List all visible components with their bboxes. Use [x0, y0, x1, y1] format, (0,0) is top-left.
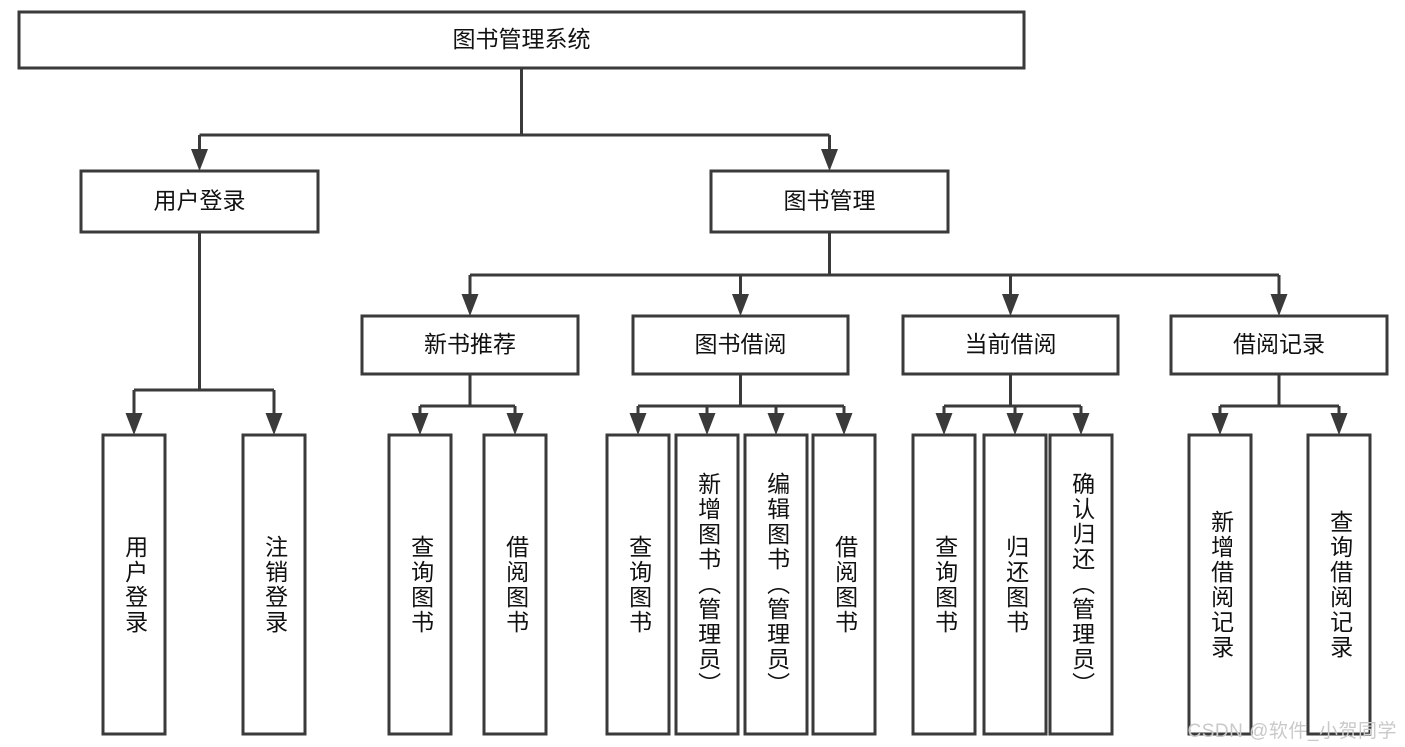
connector-current-to-leaf-0-head [935, 413, 953, 435]
connector-borrow-to-leaf-2-head [767, 413, 785, 435]
node-leaf-12-rect [1306, 433, 1372, 736]
watermark-text: CSDN @软件_小贺同学 [1187, 721, 1397, 742]
connector-current-to-leaf-1 [1006, 406, 1024, 435]
connector-root-to-level2-1-head [821, 149, 838, 171]
node-leaf-6-rect [743, 433, 809, 736]
node-level2-0-label: 用户登录 [154, 188, 246, 214]
connector-user-login-to-leaf-1 [265, 390, 283, 435]
node-leaf-0-rect [101, 433, 167, 736]
connector-record-to-leaf-1 [1330, 406, 1348, 435]
connector-user-login-to-leaf-0-head [125, 413, 143, 435]
connector-level2-to-level3-2 [1002, 275, 1019, 316]
node-leaf-4-rect [605, 433, 671, 736]
connector-new-book-to-leaf-1-head [506, 413, 524, 435]
connector-root-to-level2-0-head [191, 149, 208, 171]
node-leaf-8-rect [911, 433, 977, 736]
connector-current-to-leaf-2-head [1072, 413, 1090, 435]
connector-new-book-to-leaf-1 [506, 406, 524, 435]
connector-level2-to-level3-0-head [461, 294, 479, 316]
connector-record-to-leaf-1-head [1330, 413, 1348, 435]
connector-level2-to-level3-1-head [732, 294, 749, 316]
connector-level2-to-level3-3 [1270, 275, 1288, 316]
connector-current-to-leaf-2 [1072, 406, 1090, 435]
node-leaf-9[interactable] [982, 433, 1048, 736]
connector-record-to-leaf-0-head [1211, 413, 1229, 435]
node-leaf-2[interactable] [387, 433, 453, 736]
node-leaf-3-rect [482, 433, 548, 736]
node-leaf-8[interactable] [911, 433, 977, 736]
node-leaf-7[interactable] [811, 433, 877, 736]
node-leaf-10[interactable] [1048, 433, 1114, 736]
node-level2-1-label: 图书管理 [784, 188, 876, 214]
node-level3-1-label: 图书借阅 [695, 331, 787, 357]
node-level3-0-label: 新书推荐 [424, 331, 516, 357]
node-leaf-1[interactable] [241, 433, 307, 736]
connector-new-book-to-leaf-0 [411, 406, 429, 435]
connector-user-login-to-leaf-1-head [265, 413, 283, 435]
connector-level2-to-level3-0 [461, 275, 479, 316]
connector-new-book-to-leaf-0-head [411, 413, 429, 435]
node-level2-1[interactable]: 图书管理 [709, 169, 950, 234]
connector-user-login-to-leaf-0 [125, 390, 143, 435]
connector-level2-to-level3-2-head [1002, 294, 1019, 316]
connector-level2-to-level3-1 [732, 275, 749, 316]
connector-borrow-to-leaf-0-head [629, 413, 647, 435]
node-leaf-11[interactable] [1187, 433, 1253, 736]
node-leaf-4[interactable] [605, 433, 671, 736]
connector-current-to-leaf-1-head [1006, 413, 1024, 435]
node-root-rect [17, 10, 1026, 70]
connector-borrow-to-leaf-0 [629, 406, 647, 435]
node-leaf-3[interactable] [482, 433, 548, 736]
node-leaf-2-rect [387, 433, 453, 736]
node-level2-0[interactable]: 用户登录 [79, 169, 320, 234]
node-level3-3-label: 借阅记录 [1233, 331, 1325, 357]
node-level3-3[interactable]: 借阅记录 [1169, 314, 1389, 376]
connector-level2-to-level3-3-head [1270, 294, 1288, 316]
node-leaf-12[interactable] [1306, 433, 1372, 736]
node-leaf-5[interactable] [674, 433, 740, 736]
node-leaf-1-rect [241, 433, 307, 736]
node-leaf-11-rect [1187, 433, 1253, 736]
node-leaf-9-rect [982, 433, 1048, 736]
node-level2-0-rect [79, 169, 320, 234]
connector-borrow-to-leaf-3 [835, 406, 853, 435]
node-level3-0[interactable]: 新书推荐 [360, 314, 580, 376]
node-level3-2[interactable]: 当前借阅 [901, 314, 1120, 376]
connector-borrow-to-leaf-2 [767, 406, 785, 435]
connector-root-to-level2-1 [821, 135, 838, 171]
connector-borrow-to-leaf-1-head [698, 413, 716, 435]
connector-borrow-to-leaf-1 [698, 406, 716, 435]
node-leaf-0[interactable] [101, 433, 167, 736]
node-leaf-5-rect [674, 433, 740, 736]
node-root[interactable]: 图书管理系统 [17, 10, 1026, 70]
connector-record-to-leaf-0 [1211, 406, 1229, 435]
connector-current-to-leaf-0 [935, 406, 953, 435]
node-root-label: 图书管理系统 [453, 26, 591, 52]
node-leaf-7-rect [811, 433, 877, 736]
connector-borrow-to-leaf-3-head [835, 413, 853, 435]
node-leaf-10-rect [1048, 433, 1114, 736]
node-level3-1[interactable]: 图书借阅 [631, 314, 850, 376]
node-level3-2-rect [901, 314, 1120, 376]
connector-root-to-level2-0 [191, 135, 208, 171]
node-level3-2-label: 当前借阅 [965, 331, 1057, 357]
node-level3-0-rect [360, 314, 580, 376]
node-leaf-6[interactable] [743, 433, 809, 736]
